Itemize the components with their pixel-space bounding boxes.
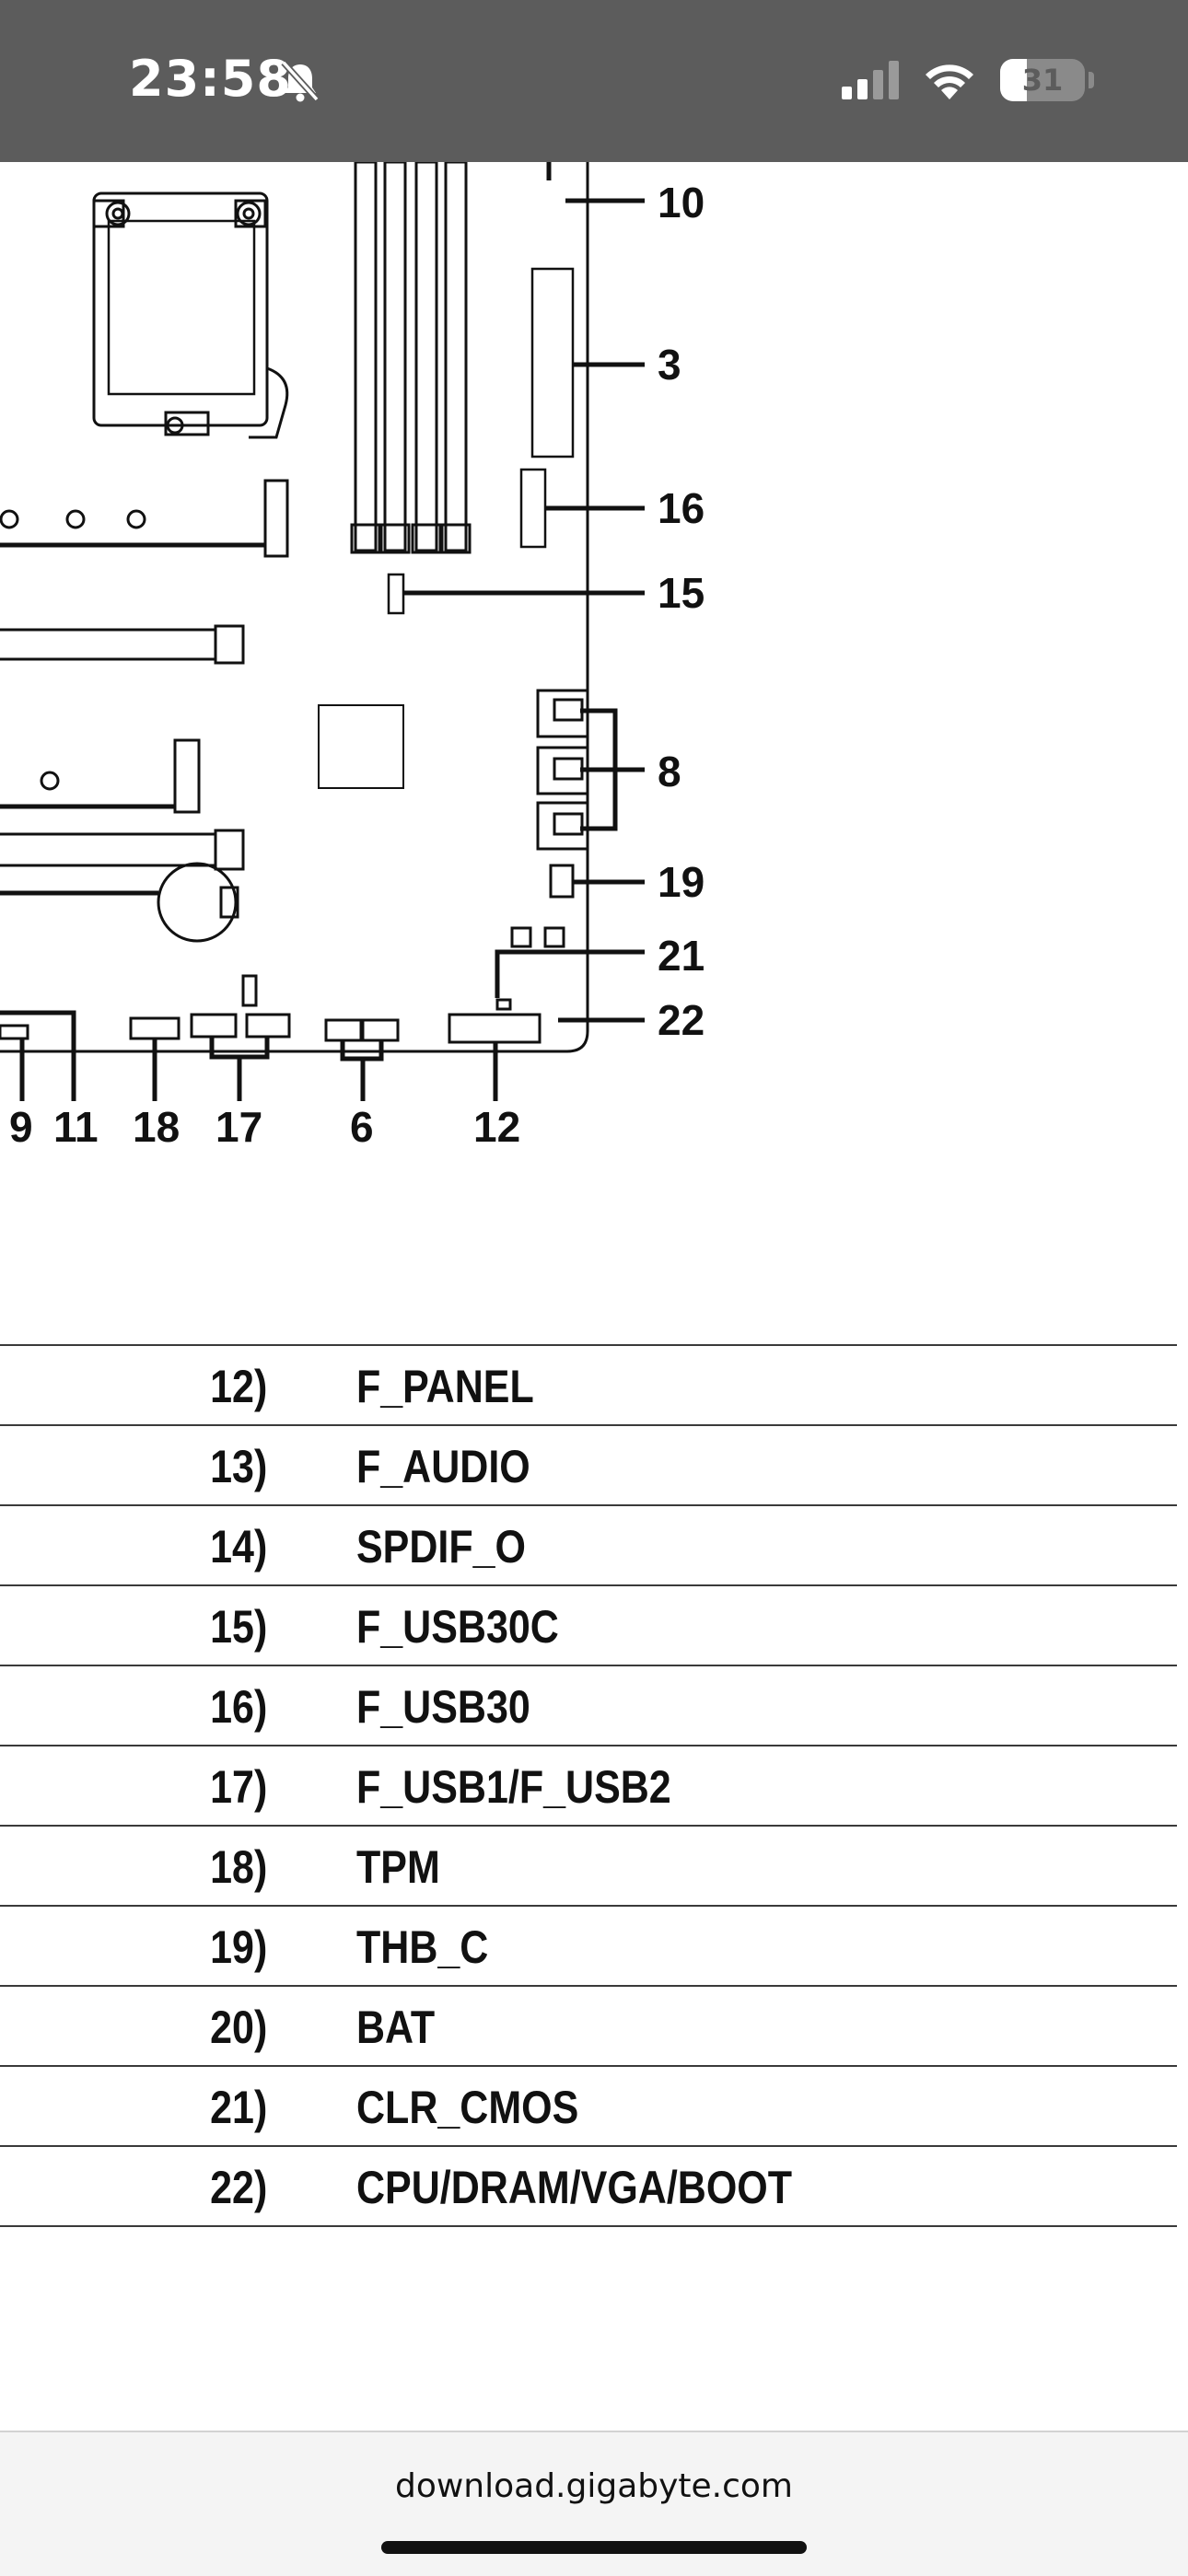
callout-12: 12 bbox=[473, 1103, 520, 1151]
battery-level: 31 bbox=[1021, 63, 1064, 98]
row-connector-name: CLR_CMOS bbox=[356, 2082, 579, 2133]
row-number: 20) bbox=[209, 2002, 267, 2053]
motherboard-diagram: 10 3 16 15 8 19 21 22 9 11 18 17 6 12 bbox=[0, 162, 705, 1151]
table-row: 16) F_USB30 bbox=[0, 1666, 1177, 1746]
table-row: 15) F_USB30C bbox=[0, 1586, 1177, 1666]
table-row: 13) F_AUDIO bbox=[0, 1426, 1177, 1506]
battery-tip bbox=[1089, 72, 1094, 88]
row-connector-name: F_AUDIO bbox=[356, 1441, 530, 1492]
row-number: 19) bbox=[209, 1921, 267, 1973]
callout-17: 17 bbox=[215, 1103, 262, 1151]
cellular-signal-icon bbox=[842, 61, 899, 99]
table-row: 20) BAT bbox=[0, 1987, 1177, 2067]
row-connector-name: CPU/DRAM/VGA/BOOT bbox=[356, 2162, 792, 2213]
row-connector-name: THB_C bbox=[356, 1921, 489, 1973]
row-connector-name: F_PANEL bbox=[356, 1361, 534, 1412]
callout-15: 15 bbox=[658, 569, 705, 617]
table-row: 14) SPDIF_O bbox=[0, 1506, 1177, 1586]
url-text[interactable]: download.gigabyte.com bbox=[394, 2467, 794, 2505]
callout-6: 6 bbox=[350, 1103, 374, 1151]
callout-19: 19 bbox=[658, 858, 705, 906]
table-row: 22) CPU/DRAM/VGA/BOOT bbox=[0, 2147, 1177, 2227]
row-number: 21) bbox=[209, 2082, 267, 2133]
table-row: 12) F_PANEL bbox=[0, 1346, 1177, 1426]
row-connector-name: F_USB30C bbox=[356, 1601, 559, 1653]
callout-9: 9 bbox=[9, 1103, 33, 1151]
row-connector-name: F_USB1/F_USB2 bbox=[356, 1761, 671, 1813]
row-connector-name: BAT bbox=[356, 2002, 436, 2053]
callout-22: 22 bbox=[658, 996, 705, 1044]
table-row: 21) CLR_CMOS bbox=[0, 2067, 1177, 2147]
callout-18: 18 bbox=[133, 1103, 180, 1151]
status-bar: 23:58 31 bbox=[0, 0, 1188, 162]
row-number: 17) bbox=[209, 1761, 267, 1813]
row-number: 15) bbox=[209, 1601, 267, 1653]
row-connector-name: SPDIF_O bbox=[356, 1521, 526, 1572]
row-number: 12) bbox=[209, 1361, 267, 1412]
row-number: 13) bbox=[209, 1441, 267, 1492]
row-number: 14) bbox=[209, 1521, 267, 1572]
connector-table: 12) F_PANEL 13) F_AUDIO 14) SPDIF_O 15) … bbox=[0, 1344, 1177, 2227]
callout-21: 21 bbox=[658, 932, 705, 980]
callout-10: 10 bbox=[658, 179, 705, 226]
table-row: 17) F_USB1/F_USB2 bbox=[0, 1746, 1177, 1827]
table-row: 18) TPM bbox=[0, 1827, 1177, 1907]
callout-8: 8 bbox=[658, 748, 681, 795]
callout-16: 16 bbox=[658, 484, 705, 532]
battery-icon: 31 bbox=[1000, 59, 1085, 101]
row-number: 18) bbox=[209, 1841, 267, 1893]
wifi-icon bbox=[926, 64, 973, 99]
row-number: 22) bbox=[209, 2162, 267, 2213]
row-connector-name: TPM bbox=[356, 1841, 440, 1893]
row-connector-name: F_USB30 bbox=[356, 1681, 530, 1733]
row-number: 16) bbox=[209, 1681, 267, 1733]
callout-11: 11 bbox=[53, 1103, 99, 1151]
home-indicator[interactable] bbox=[381, 2541, 807, 2554]
callout-3: 3 bbox=[658, 341, 681, 389]
table-row: 19) THB_C bbox=[0, 1907, 1177, 1987]
bell-slash-icon bbox=[281, 60, 320, 102]
status-time: 23:58 bbox=[129, 50, 292, 108]
browser-address-bar[interactable]: download.gigabyte.com bbox=[0, 2431, 1188, 2576]
